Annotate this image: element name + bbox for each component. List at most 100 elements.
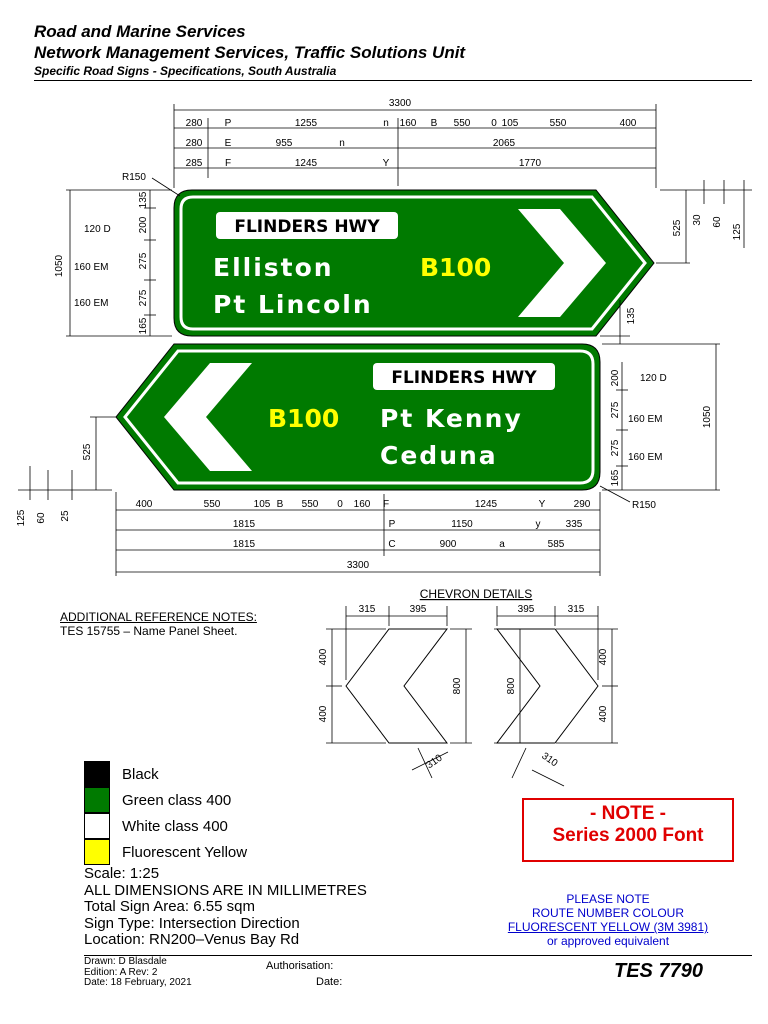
svg-text:a: a — [499, 539, 505, 550]
svg-text:B: B — [431, 118, 438, 129]
sign1-panel — [216, 212, 398, 239]
please-line3: FLUORESCENT YELLOW (3M 3981) — [507, 920, 709, 934]
sign2-chevron — [164, 363, 252, 471]
svg-text:280: 280 — [186, 118, 203, 129]
svg-text:200: 200 — [610, 369, 621, 386]
notes-line1: TES 15755 – Name Panel Sheet. — [60, 624, 238, 638]
svg-text:30: 30 — [692, 214, 703, 226]
please-line2: ROUTE NUMBER COLOUR — [531, 906, 684, 920]
svg-text:1050: 1050 — [54, 254, 65, 277]
footer-drawn: Drawn: D Blasdale — [84, 956, 167, 967]
info-location: Location: RN200–Venus Bay Rd — [84, 931, 300, 948]
sign1-border — [179, 195, 647, 331]
note-text: Series 2000 Font — [552, 825, 704, 846]
svg-text:R150: R150 — [122, 172, 146, 183]
sign1-panel-text: FLINDERS HWY — [234, 217, 380, 237]
svg-text:275: 275 — [138, 289, 149, 306]
svg-text:955: 955 — [276, 138, 293, 149]
header-rule — [34, 80, 752, 81]
svg-text:F: F — [383, 499, 389, 510]
svg-text:550: 550 — [204, 499, 221, 510]
svg-text:550: 550 — [550, 118, 567, 129]
svg-text:1770: 1770 — [519, 158, 542, 169]
svg-text:125: 125 — [16, 509, 27, 526]
svg-text:800: 800 — [452, 677, 463, 694]
please-line1: PLEASE NOTE — [566, 892, 650, 906]
svg-text:1150: 1150 — [451, 519, 473, 530]
svg-text:160: 160 — [400, 118, 417, 129]
svg-text:315: 315 — [359, 604, 376, 615]
svg-text:25: 25 — [60, 510, 71, 522]
svg-text:160 EM: 160 EM — [628, 452, 662, 463]
svg-text:F: F — [225, 158, 231, 169]
chevron-title: CHEVRON DETAILS — [420, 587, 532, 601]
legend-swatch — [84, 813, 110, 839]
legend-swatch — [84, 787, 110, 813]
legend-label: White class 400 — [122, 817, 228, 835]
footer-drawing-info: Drawn: D Blasdale Edition: A Rev: 2 Date… — [84, 956, 192, 989]
svg-text:1245: 1245 — [295, 158, 318, 169]
sign-right-arrow: FLINDERS HWY Elliston B100 Pt Lincoln — [173, 189, 655, 337]
route-colour-note: PLEASE NOTE ROUTE NUMBER COLOUR FLUORESC… — [486, 892, 730, 948]
svg-text:550: 550 — [454, 118, 471, 129]
svg-text:120 D: 120 D — [640, 373, 667, 384]
svg-text:3300: 3300 — [347, 560, 370, 571]
dims-bottom-text: 400 550 105 B 550 0 160 F 1245 Y 290 181… — [16, 369, 713, 571]
sign-left-arrow: FLINDERS HWY B100 Pt Kenny Ceduna — [115, 343, 601, 491]
svg-text:550: 550 — [302, 499, 319, 510]
info-units: ALL DIMENSIONS ARE IN MILLIMETRES — [84, 881, 367, 899]
svg-text:525: 525 — [672, 219, 683, 236]
sign2-line2: Ceduna — [380, 441, 498, 470]
chevron-left-shape — [345, 628, 449, 744]
sign1-line2: Pt Lincoln — [213, 290, 373, 319]
svg-text:P: P — [389, 519, 396, 530]
svg-text:275: 275 — [610, 401, 621, 418]
font-note-box: - NOTE - Series 2000 Font — [522, 798, 734, 862]
svg-text:160 EM: 160 EM — [74, 262, 108, 273]
svg-text:0: 0 — [337, 499, 343, 510]
svg-text:400: 400 — [598, 705, 609, 722]
footer-edition: Edition: A Rev: 2 — [84, 966, 158, 978]
svg-text:290: 290 — [574, 499, 591, 510]
dims-top — [66, 104, 752, 344]
svg-text:1815: 1815 — [233, 539, 256, 550]
tes-number: TES 7790 — [614, 960, 703, 982]
svg-text:n: n — [383, 118, 389, 129]
legend-swatch — [84, 839, 110, 865]
svg-text:310: 310 — [539, 751, 559, 770]
svg-text:160: 160 — [354, 499, 371, 510]
svg-text:285: 285 — [186, 158, 203, 169]
svg-text:160 EM: 160 EM — [628, 414, 662, 425]
svg-text:400: 400 — [318, 705, 329, 722]
info-type: Sign Type: Intersection Direction — [84, 914, 300, 932]
sign2-panel — [373, 363, 555, 390]
reference-notes: ADDITIONAL REFERENCE NOTES: TES 15755 – … — [60, 610, 257, 638]
header-description: Specific Road Signs - Specifications, So… — [34, 64, 337, 78]
svg-text:280: 280 — [186, 138, 203, 149]
legend-item-white: White class 400 — [84, 813, 228, 839]
legend-swatch — [84, 761, 110, 787]
dims-top-text: 3300 280 P 1255 n 160 B 550 0 105 550 40… — [54, 98, 743, 334]
svg-text:400: 400 — [620, 118, 637, 129]
svg-text:395: 395 — [518, 604, 535, 615]
svg-text:135: 135 — [138, 191, 149, 208]
footer-authorisation: Authorisation: — [266, 960, 334, 972]
svg-text:395: 395 — [410, 604, 427, 615]
legend-label: Fluorescent Yellow — [122, 843, 248, 861]
svg-text:1255: 1255 — [295, 118, 318, 129]
svg-text:P: P — [225, 118, 232, 129]
svg-text:Y: Y — [383, 158, 390, 169]
svg-text:3300: 3300 — [389, 98, 412, 109]
svg-text:525: 525 — [82, 443, 93, 460]
svg-text:n: n — [339, 138, 345, 149]
sign1-chevron — [518, 209, 606, 317]
svg-text:y: y — [536, 519, 541, 530]
please-line4: or approved equivalent — [546, 934, 670, 948]
note-title: - NOTE - — [590, 803, 666, 824]
svg-text:60: 60 — [36, 512, 47, 524]
svg-text:585: 585 — [548, 539, 565, 550]
sign2-panel-text: FLINDERS HWY — [391, 368, 537, 388]
footer-date-label: Date: — [316, 976, 343, 988]
svg-text:105: 105 — [254, 499, 271, 510]
